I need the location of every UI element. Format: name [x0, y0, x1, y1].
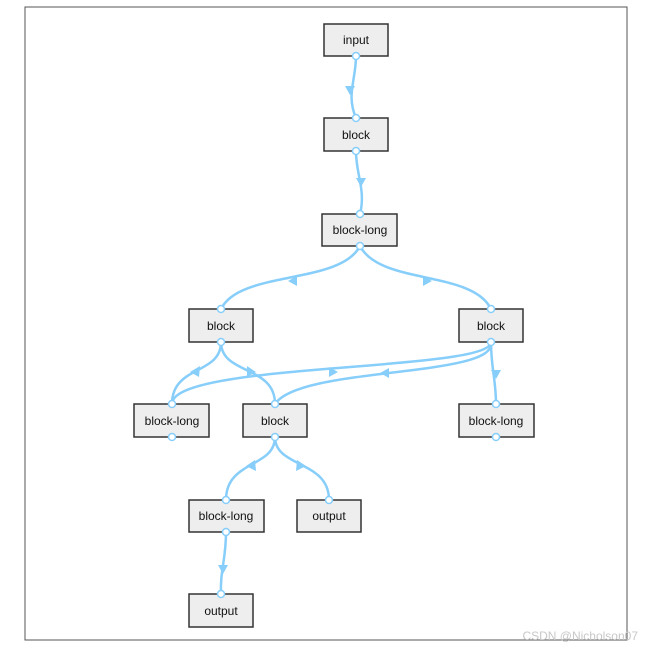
node-label: block-long — [199, 509, 254, 523]
node-input[interactable]: input — [323, 23, 389, 57]
port-circle[interactable] — [355, 241, 365, 251]
edge-blockcenter-blocklongbottom — [224, 435, 277, 502]
node-block-right[interactable]: block — [458, 308, 524, 343]
port-circle[interactable] — [221, 495, 231, 505]
node-output-right[interactable]: output — [296, 499, 362, 533]
node-label: output — [312, 509, 346, 523]
edge-blocklong-blockleft — [219, 244, 362, 311]
node-block-long-left[interactable]: block-long — [133, 403, 210, 438]
node-label: output — [204, 604, 238, 618]
port-circle[interactable] — [270, 432, 280, 442]
node-label: input — [343, 33, 370, 47]
watermark-text: CSDN @Nicholson07 — [522, 629, 638, 643]
port-circle[interactable] — [351, 146, 361, 156]
arrow-head-4 — [423, 276, 432, 286]
arrow-head-5 — [190, 366, 200, 377]
arrow-head-11 — [296, 460, 306, 471]
port-circle[interactable] — [167, 432, 177, 442]
node-label: block — [261, 414, 290, 428]
arrow-head-2 — [356, 178, 366, 187]
node-label: block-long — [145, 414, 200, 428]
port-circle[interactable] — [491, 432, 501, 442]
diagram-frame — [24, 6, 628, 641]
node-label: block — [477, 319, 506, 333]
node-block-long-right[interactable]: block-long — [458, 403, 535, 438]
edge-blocklongbottom-outputbottom — [219, 530, 228, 596]
arrows-layer — [190, 86, 501, 574]
arrow-head-9 — [491, 370, 501, 379]
port-circle[interactable] — [167, 399, 177, 409]
ports-layer — [167, 51, 501, 599]
nodes-layer: input block block-long block block block… — [133, 23, 535, 628]
port-circle[interactable] — [216, 337, 226, 347]
node-block-center[interactable]: block — [242, 403, 308, 438]
node-label: block-long — [469, 414, 524, 428]
node-label: block-long — [333, 223, 388, 237]
port-circle[interactable] — [351, 113, 361, 123]
edge-blocklong-blockright — [358, 244, 493, 311]
arrow-head-6 — [247, 366, 256, 377]
node-label: block — [342, 128, 371, 142]
arrow-head-3 — [288, 276, 297, 286]
port-circle[interactable] — [351, 51, 361, 61]
edge-blockright-blockcenter — [273, 340, 493, 406]
port-circle[interactable] — [216, 589, 226, 599]
node-label: block — [207, 319, 236, 333]
node-output-bottom[interactable]: output — [188, 593, 254, 628]
node-block-long-bottom[interactable]: block-long — [188, 499, 265, 533]
port-circle[interactable] — [221, 527, 231, 537]
port-circle[interactable] — [270, 399, 280, 409]
arrow-head-10 — [246, 460, 256, 471]
port-circle[interactable] — [355, 209, 365, 219]
arrow-head-1 — [345, 86, 355, 95]
node-block[interactable]: block — [323, 117, 389, 152]
arrow-head-12 — [218, 565, 228, 574]
port-circle[interactable] — [216, 304, 226, 314]
node-block-left[interactable]: block — [188, 308, 254, 343]
port-circle[interactable] — [486, 304, 496, 314]
port-circle[interactable] — [491, 399, 501, 409]
port-circle[interactable] — [324, 495, 334, 505]
node-block-long[interactable]: block-long — [321, 213, 398, 247]
port-circle[interactable] — [486, 337, 496, 347]
arrow-head-7 — [329, 367, 338, 377]
arrow-head-8 — [380, 368, 389, 378]
edge-blockcenter-outputright — [273, 435, 331, 502]
